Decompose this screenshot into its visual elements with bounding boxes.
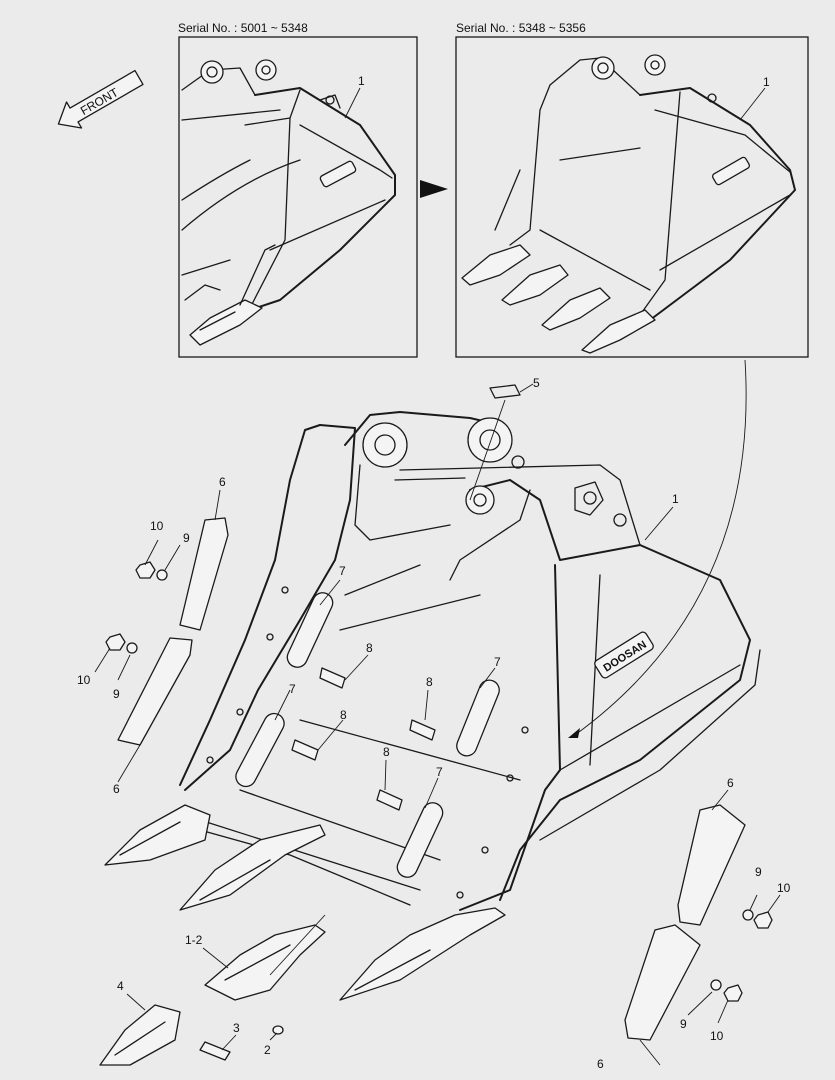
callout-side-cutter-lower-right: 6	[597, 1057, 604, 1071]
callout-nut-upper-right: 10	[777, 881, 791, 895]
tooth-assembly-exploded	[99, 924, 326, 1066]
callout-labels: 1 1-2 2 3 4 5 6 6 6 6 7 7 7 7 8 8 8 8 9 …	[77, 376, 791, 1071]
callout-link-upper-left: 7	[339, 564, 346, 578]
side-cutters	[117, 517, 746, 1041]
callout-side-cutter-upper-right: 6	[727, 776, 734, 790]
callout-link-lower-left: 7	[289, 682, 296, 696]
inset-right-serial-label: Serial No. : 5348 ~ 5356	[456, 21, 586, 35]
inset-right-brand-plate	[711, 156, 751, 186]
callout-washer-upper-right: 9	[755, 865, 762, 879]
main-bucket: DOOSAN	[179, 411, 761, 911]
side-cutter-lower-right-shape	[624, 924, 701, 1041]
inset-left-serial-label: Serial No. : 5001 ~ 5348	[178, 21, 308, 35]
callout-bucket: 1	[672, 492, 679, 506]
callout-tooth-tip: 4	[117, 979, 124, 993]
inset-left-brand-plate	[319, 160, 357, 188]
callout-nut-lower-left: 10	[77, 673, 91, 687]
callout-nut-upper-left: 10	[150, 519, 164, 533]
inset-left: 1	[178, 36, 418, 358]
reference-curve	[574, 359, 747, 736]
callout-tooth-assembly: 1-2	[185, 933, 203, 947]
side-cutter-upper-left-shape	[179, 517, 229, 631]
callout-lock-washer: 2	[264, 1043, 271, 1057]
bucket-teeth	[104, 804, 506, 1001]
callout-washer-lower-right: 9	[680, 1017, 687, 1031]
links	[235, 592, 500, 878]
inset-left-frame	[178, 36, 418, 358]
callout-side-cutter-upper-left: 6	[219, 475, 226, 489]
callout-plate: 5	[533, 376, 540, 390]
callout-side-cutter-lower-left: 6	[113, 782, 120, 796]
plate-shape	[489, 384, 521, 399]
inset-right: 1	[455, 36, 809, 358]
callout-bolt-lower-left: 8	[340, 708, 347, 722]
callout-washer-lower-left: 9	[113, 687, 120, 701]
callout-bolt-upper-right: 8	[426, 675, 433, 689]
callout-leaders	[94, 383, 781, 1066]
side-cutter-lower-left-shape	[117, 637, 193, 746]
inset-left-callout: 1	[358, 74, 365, 88]
callout-washer-upper-left: 9	[183, 531, 190, 545]
callout-bolt-lower-right: 8	[383, 745, 390, 759]
callout-pin: 3	[233, 1021, 240, 1035]
callout-bolt-upper-left: 8	[366, 641, 373, 655]
fasteners	[105, 561, 773, 1002]
front-direction-arrow: FRONT	[57, 69, 144, 129]
callout-link-lower-right: 7	[436, 765, 443, 779]
side-cutter-upper-right-shape	[677, 804, 746, 926]
inset-right-callout: 1	[763, 75, 770, 89]
next-arrow	[420, 180, 448, 198]
callout-link-upper-right: 7	[494, 655, 501, 669]
callout-nut-lower-right: 10	[710, 1029, 724, 1043]
